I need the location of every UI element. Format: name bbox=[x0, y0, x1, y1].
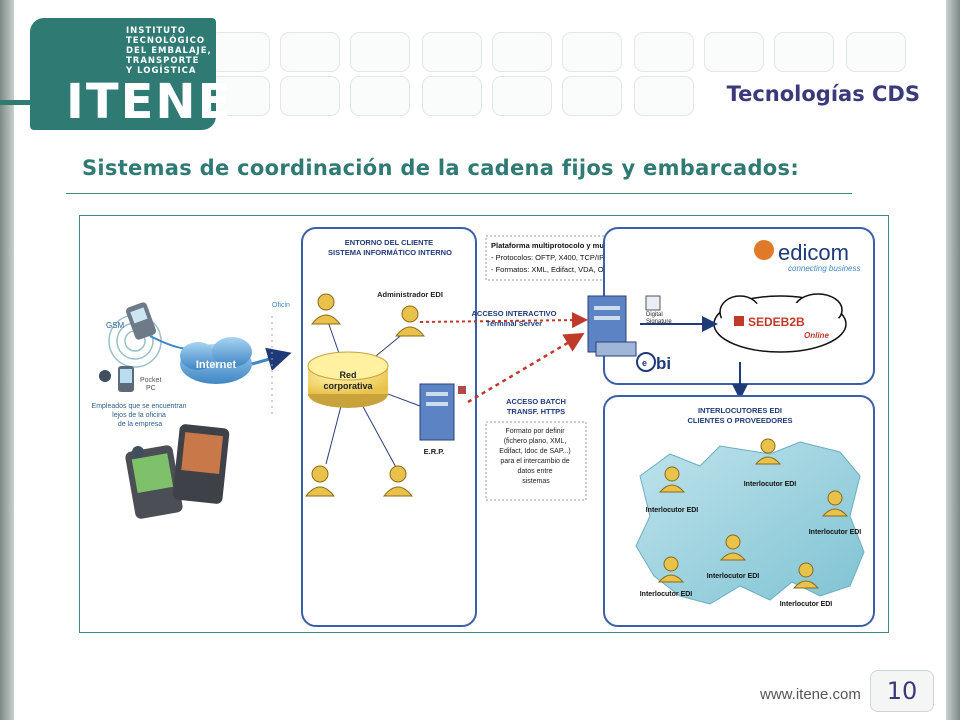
admin-user-icon bbox=[394, 305, 426, 337]
platform-protocols: - Protocolos: OFTP, X400, TCP/IP, AS1, A… bbox=[491, 253, 677, 262]
logo-wordmark: ITENE bbox=[66, 74, 233, 130]
partner-user-icon bbox=[792, 562, 820, 589]
partner-label: Interlocutor EDI bbox=[809, 529, 862, 536]
edicom-logo: edicom connecting business bbox=[754, 240, 861, 273]
interactive-access-arrow bbox=[419, 312, 588, 329]
slide-title: Sistemas de coordinación de la cadena fi… bbox=[82, 156, 800, 180]
user-icon bbox=[382, 465, 414, 497]
partner-user-icon bbox=[754, 438, 782, 465]
internet-cloud: Internet bbox=[180, 337, 252, 384]
partner-label: Interlocutor EDI bbox=[640, 591, 693, 598]
partner-user-icon bbox=[657, 556, 685, 583]
partner-label: Interlocutor EDI bbox=[744, 481, 797, 488]
client-title: ENTORNO DEL CLIENTE SISTEMA INFORMÁTICO … bbox=[328, 238, 452, 257]
sedeb2b-cloud: SEDEB2B Online bbox=[713, 293, 847, 353]
ebi-logo: e bi bbox=[636, 352, 671, 373]
partner-user-icon bbox=[821, 490, 849, 517]
format-note: Formato por definir (fichero plano, XML,… bbox=[499, 428, 572, 485]
gsm-label: GSM bbox=[106, 321, 125, 330]
right-frame-texture bbox=[946, 0, 960, 720]
edicom-name: edicom bbox=[778, 240, 849, 265]
left-frame-texture bbox=[0, 0, 14, 720]
erp-server-icon bbox=[419, 383, 466, 441]
edicom-tagline: connecting business bbox=[788, 264, 861, 273]
logo-subtitle: INSTITUTO TECNOLÓGICO DEL EMBALAJE, TRAN… bbox=[126, 26, 212, 76]
footer-url[interactable]: www.itene.com bbox=[760, 686, 861, 703]
client-environment-box: ENTORNO DEL CLIENTE SISTEMA INFORMÁTICO … bbox=[301, 227, 477, 627]
ebi-label: bi bbox=[656, 354, 671, 373]
partner-label: Interlocutor EDI bbox=[780, 601, 833, 608]
interactive-access-label: ACCESO INTERACTIVO bbox=[471, 309, 556, 318]
user-icon bbox=[310, 293, 342, 325]
platform-heading: Plataforma multiprotocolo y multiformato… bbox=[491, 241, 641, 250]
sedeb2b-label: SEDEB2B bbox=[748, 315, 805, 329]
section-title: Tecnologías CDS bbox=[726, 82, 920, 106]
pda-devices-image bbox=[125, 424, 230, 519]
partner-label: Interlocutor EDI bbox=[707, 573, 760, 580]
erp-label: E.R.P. bbox=[424, 447, 445, 456]
online-label: Online bbox=[804, 331, 829, 340]
header-pattern bbox=[210, 28, 940, 118]
admin-label: Administrador EDI bbox=[377, 290, 443, 299]
oficina-label: Oficin bbox=[272, 302, 290, 309]
platform-formats: - Formatos: XML, Edifact, VDA, Odette, X… bbox=[491, 265, 688, 274]
user-icon bbox=[304, 465, 336, 497]
terminal-server-label: Terminal Server bbox=[486, 319, 542, 328]
svg-text:e: e bbox=[642, 358, 647, 368]
title-divider bbox=[66, 193, 852, 194]
partner-user-icon bbox=[719, 534, 747, 561]
batch-access-arrow bbox=[467, 332, 585, 404]
edicom-server-icon bbox=[587, 295, 637, 357]
page-number: 10 bbox=[870, 670, 934, 712]
logo-line bbox=[0, 100, 56, 105]
partner-label: Interlocutor EDI bbox=[646, 507, 699, 514]
itene-logo: INSTITUTO TECNOLÓGICO DEL EMBALAJE, TRAN… bbox=[0, 18, 230, 130]
employees-label: Empleados que se encuentran lejos de la … bbox=[92, 403, 189, 428]
internet-label: Internet bbox=[196, 359, 237, 371]
partner-user-icon bbox=[658, 466, 686, 493]
